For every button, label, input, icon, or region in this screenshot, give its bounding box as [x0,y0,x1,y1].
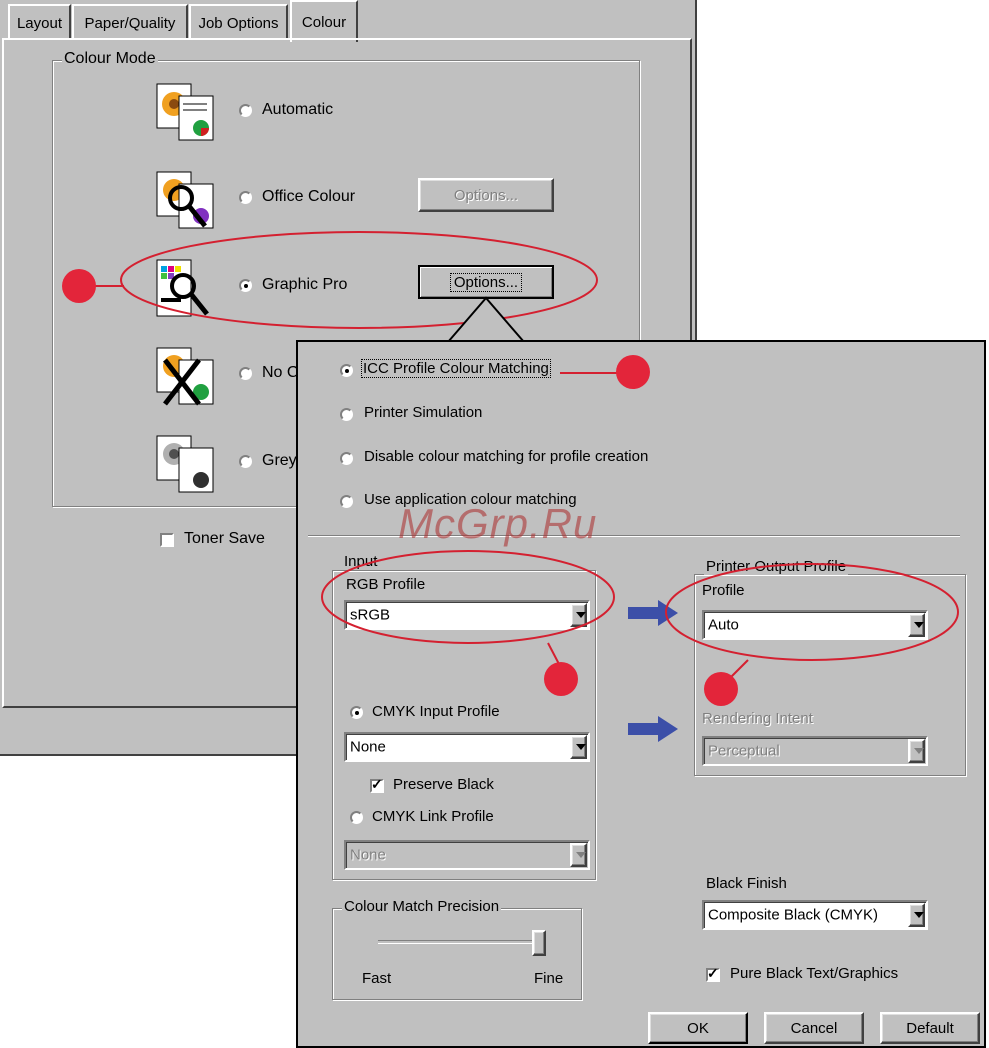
chevron-down-icon[interactable] [570,843,587,867]
chevron-down-icon[interactable] [908,903,925,927]
label-disable-matching: Disable colour matching for profile crea… [364,448,649,465]
output-profile-value: Auto [708,616,739,634]
no-colour-matching-icon [156,347,214,406]
cmyk-input-profile-value: None [350,738,386,756]
rendering-intent-label: Rendering Intent [702,710,813,727]
label-office-colour: Office Colour [262,188,356,205]
label-automatic: Automatic [262,101,334,118]
radio-application-matching[interactable] [340,495,353,508]
radio-no-colour[interactable] [239,367,252,380]
radio-disable-matching[interactable] [340,452,353,465]
annotation-dot-output [704,672,738,706]
greyscale-icon [156,435,214,493]
radio-graphic-pro[interactable] [239,279,252,292]
tab-paper-quality[interactable]: Paper/Quality [72,4,188,40]
arrow-right-icon [628,716,678,742]
automatic-colour-icon [156,83,214,141]
radio-automatic[interactable] [239,104,252,117]
label-application-matching: Use application colour matching [364,491,577,508]
watermark: McGrp.Ru [398,500,598,547]
chevron-down-icon[interactable] [570,603,587,627]
annotation-dot-icc [616,355,650,389]
preserve-black-checkbox[interactable] [370,776,384,793]
office-colour-icon [156,171,214,229]
radio-cmyk-link-profile[interactable] [350,811,363,824]
graphic-pro-options-dialog: ICC Profile Colour Matching Printer Simu… [296,340,986,1048]
separator [308,535,960,537]
label-printer-simulation: Printer Simulation [364,404,483,421]
colour-mode-legend: Colour Mode [62,50,158,68]
input-group [332,570,596,880]
annotation-dot-rgb [544,662,578,696]
toner-save-checkbox[interactable] [160,533,174,547]
chevron-down-icon[interactable] [908,613,925,637]
output-profile-label: Profile [702,582,745,599]
black-finish-label: Black Finish [706,875,787,892]
precision-min-label: Fast [362,970,392,987]
chevron-down-icon[interactable] [908,739,925,763]
annotation-dot-graphic-pro [62,269,96,303]
cmyk-link-profile-value: None [350,846,386,864]
radio-cmyk-input-profile[interactable] [350,706,363,719]
output-profile-dropdown[interactable]: Auto [702,610,928,640]
cmyk-link-profile-dropdown[interactable]: None [344,840,590,870]
rendering-intent-value: Perceptual [708,742,780,760]
black-finish-value: Composite Black (CMYK) [708,906,879,924]
tab-colour[interactable]: Colour [290,0,358,42]
arrow-right-icon [628,600,678,626]
graphic-pro-options-label: Options... [449,272,523,292]
precision-slider-track [378,940,546,944]
rendering-intent-dropdown[interactable]: Perceptual [702,736,928,766]
office-colour-options-button[interactable]: Options... [418,178,554,212]
precision-legend: Colour Match Precision [342,898,502,915]
label-icc-profile-matching: ICC Profile Colour Matching [361,359,551,378]
radio-greyscale[interactable] [239,455,252,468]
cmyk-input-profile-dropdown[interactable]: None [344,732,590,762]
chevron-down-icon[interactable] [570,735,587,759]
ok-button[interactable]: OK [648,1012,748,1044]
rgb-profile-dropdown[interactable]: sRGB [344,600,590,630]
label-no-colour: No C [262,364,299,381]
label-graphic-pro: Graphic Pro [262,276,348,293]
pure-black-label: Pure Black Text/Graphics [730,965,899,982]
rgb-profile-value: sRGB [350,606,391,624]
preserve-black-label: Preserve Black [393,776,494,793]
toner-save-label: Toner Save [184,530,265,547]
tab-layout[interactable]: Layout [8,4,71,40]
pure-black-checkbox[interactable] [706,965,720,982]
input-legend: Input [342,553,380,570]
graphic-pro-options-button[interactable]: Options... [418,265,554,299]
rgb-profile-label: RGB Profile [346,576,426,593]
black-finish-dropdown[interactable]: Composite Black (CMYK) [702,900,928,930]
radio-printer-simulation[interactable] [340,408,353,421]
precision-max-label: Fine [534,970,564,987]
tab-job-options[interactable]: Job Options [189,4,288,40]
radio-office-colour[interactable] [239,191,252,204]
precision-slider-thumb[interactable] [532,930,546,956]
cancel-button[interactable]: Cancel [764,1012,864,1044]
cmyk-link-profile-label: CMYK Link Profile [372,808,494,825]
label-greyscale: Grey [262,452,297,469]
radio-icc-profile-matching[interactable] [340,364,353,377]
default-button[interactable]: Default [880,1012,980,1044]
cmyk-input-profile-label: CMYK Input Profile [372,703,500,720]
